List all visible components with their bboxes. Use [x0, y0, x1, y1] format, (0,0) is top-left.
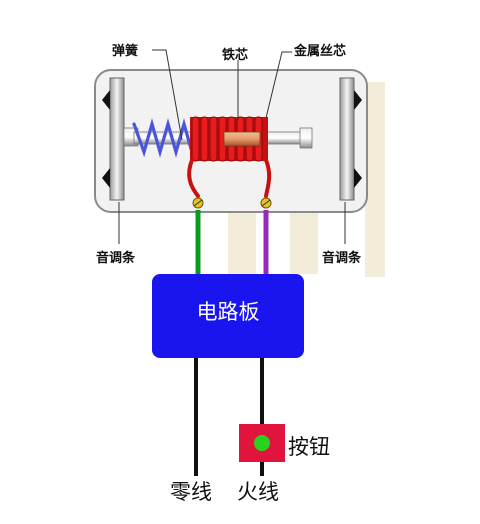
wires-upper	[195, 210, 269, 274]
coil-leads	[187, 158, 272, 198]
wires-lower	[194, 358, 264, 476]
push-button	[239, 424, 285, 462]
label-tone-bar-left: 音调条	[96, 251, 136, 266]
circuit-board	[152, 274, 304, 358]
label-live-wire: 火线	[237, 480, 279, 504]
screw-terminals	[192, 197, 272, 209]
tone-bar-right	[339, 77, 362, 201]
label-tone-bar-right: 音调条	[322, 251, 362, 266]
pointer-lines	[118, 49, 346, 244]
label-spring: 弹簧	[112, 44, 139, 59]
background-stand	[228, 82, 385, 277]
label-neutral-wire: 零线	[170, 480, 212, 504]
label-iron-core: 铁芯	[222, 48, 249, 63]
label-metal-wire-core: 金属丝芯	[294, 44, 347, 59]
label-button: 按钮	[288, 435, 330, 459]
electromagnet-coil	[190, 116, 268, 162]
label-circuit-board: 电路板	[196, 300, 260, 324]
spring-coil	[132, 118, 194, 158]
